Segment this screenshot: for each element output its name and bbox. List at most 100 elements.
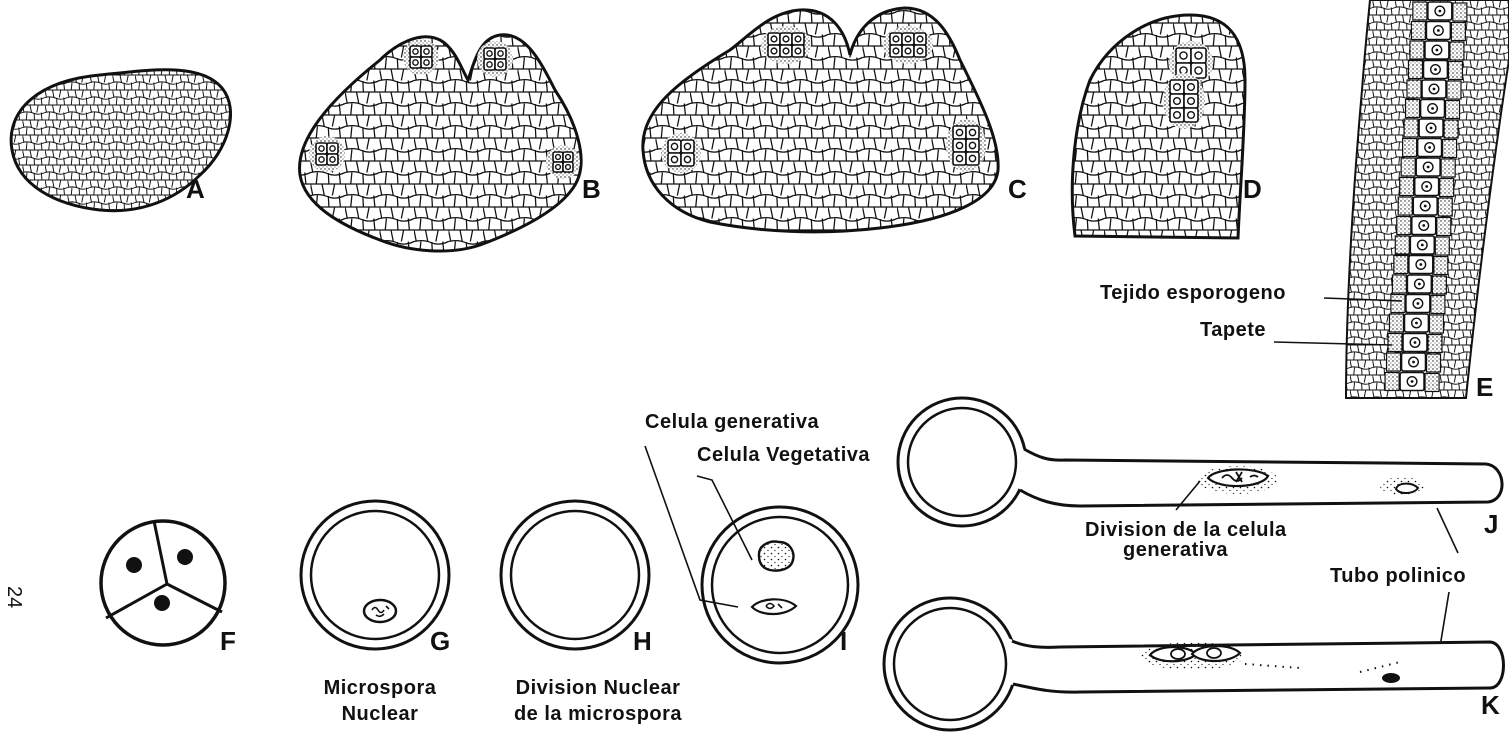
archesporial-cluster (403, 39, 439, 75)
vegetative-nucleus (1382, 673, 1400, 683)
tapetum-cell (1394, 256, 1408, 274)
tapetum-cell (1447, 81, 1461, 99)
sporogenous-cell (953, 152, 966, 165)
pollen-intine (712, 517, 848, 653)
sporogenous-cell (553, 152, 563, 162)
sporogenous-cell (792, 45, 804, 57)
sporogenous-cell (1184, 80, 1198, 94)
tapetum-cell (1429, 315, 1443, 333)
tapetum-cell (1446, 101, 1460, 119)
sporogenous-cell (902, 33, 914, 45)
sporogenous-cell (1170, 80, 1184, 94)
sporogenous-cell (563, 152, 573, 162)
nucleolus (1418, 283, 1421, 286)
microspore-nucleus (126, 557, 142, 573)
panel-letter-k: K (1481, 690, 1500, 720)
tapetum-cell (1410, 41, 1424, 59)
panel-letter-d: D (1243, 174, 1262, 204)
archesporial-cluster (546, 145, 580, 179)
panel-letter-b: B (582, 174, 601, 204)
sporogenous-cell (902, 45, 914, 57)
panel-d: D (1072, 15, 1262, 238)
tapetum-cell (1450, 42, 1464, 60)
nucleolus (1417, 302, 1420, 305)
sporogenous-cell (668, 140, 681, 153)
sporogenous-cell (966, 126, 979, 139)
panel-letter-i: I (840, 626, 847, 656)
tapetum-cell (1440, 179, 1454, 197)
sporogenous-cell (1184, 108, 1198, 122)
sporogenous-cell (316, 143, 327, 154)
tapetum-cell (1401, 158, 1415, 176)
sporogenous-cell (484, 59, 495, 70)
panel-letter-c: C (1008, 174, 1027, 204)
nucleolus (1411, 380, 1414, 383)
tapetum-cell (1400, 178, 1414, 196)
nucleolus (1431, 107, 1434, 110)
nucleolus (1430, 127, 1433, 130)
tapetum-cell (1453, 3, 1467, 21)
vegetative-nucleus (759, 542, 793, 571)
sporogenous-cell (1184, 94, 1198, 108)
sporogenous-cell (553, 162, 563, 172)
nucleolus (1434, 68, 1437, 71)
tapetum-cell (1437, 218, 1451, 236)
label-microspora-line1: Microspora (324, 677, 437, 699)
vegetative-nucleus (1396, 484, 1418, 493)
sporogenous-cell (890, 45, 902, 57)
tapetum-cell (1438, 198, 1452, 216)
label-celula-vegetativa: Celula Vegetativa (697, 444, 870, 466)
sporogenous-cell (768, 45, 780, 57)
microspore-nucleus (177, 549, 193, 565)
tapetum-cell (1427, 354, 1441, 372)
archesporial-cluster (309, 136, 345, 172)
page-number: 24 (3, 586, 25, 608)
nucleolus (1425, 185, 1428, 188)
sporogenous-cluster (1163, 73, 1205, 129)
tapetum-cell (1403, 139, 1417, 157)
tapetum-cell (1385, 373, 1399, 391)
tapetum-cell (1397, 217, 1411, 235)
sporogenous-cell (1170, 108, 1184, 122)
sporogenous-cell (953, 139, 966, 152)
sporogenous-cell (1191, 63, 1206, 78)
panel-h: H Division Nuclear de la microspora (501, 501, 682, 725)
sporogenous-cell (953, 126, 966, 139)
panel-k: K (884, 598, 1504, 730)
sporogenous-cell (410, 46, 421, 57)
sporogenous-cluster (946, 119, 986, 172)
tapetum-cell (1404, 119, 1418, 137)
panel-letter-a: A (186, 174, 205, 204)
tapetum-cell (1411, 22, 1425, 40)
tapetum-cell (1441, 159, 1455, 177)
tapetum-cell (1444, 120, 1458, 138)
nucleolus (1422, 224, 1425, 227)
label-celula-generativa: Celula generativa (645, 411, 820, 433)
panel-j: Division de la celula generativa J (898, 398, 1502, 561)
nucleolus (1438, 10, 1441, 13)
label-division-nuclear-line1: Division Nuclear (516, 677, 681, 699)
panel-c: C (643, 8, 1027, 232)
sporogenous-cell (780, 45, 792, 57)
sporogenous-cell (792, 33, 804, 45)
pollen-grain-intine (908, 408, 1016, 516)
anther-lobed-section (300, 35, 582, 251)
sporogenous-cell (890, 33, 902, 45)
sporogenous-cell (495, 59, 506, 70)
archesporial-cluster (477, 41, 513, 77)
tapetum-cell (1413, 2, 1427, 20)
panel-i: Celula generativa Celula Vegetativa I (645, 411, 870, 663)
tapetum-cell (1434, 257, 1448, 275)
label-division-nuclear-line2: de la microspora (514, 703, 682, 725)
sporogenous-cluster (883, 26, 933, 64)
tapetum-cell (1435, 237, 1449, 255)
sporogenous-cell (421, 46, 432, 57)
label-division-celula-line2: generativa (1123, 539, 1228, 561)
sporogenous-cell (484, 48, 495, 59)
pollen-grain-intine (894, 608, 1006, 720)
panel-letter-f: F (220, 626, 236, 656)
label-tapete: Tapete (1200, 319, 1266, 341)
panel-letter-e: E (1476, 372, 1493, 402)
tapetum-cell (1448, 62, 1462, 80)
tapetum-cell (1406, 100, 1420, 118)
